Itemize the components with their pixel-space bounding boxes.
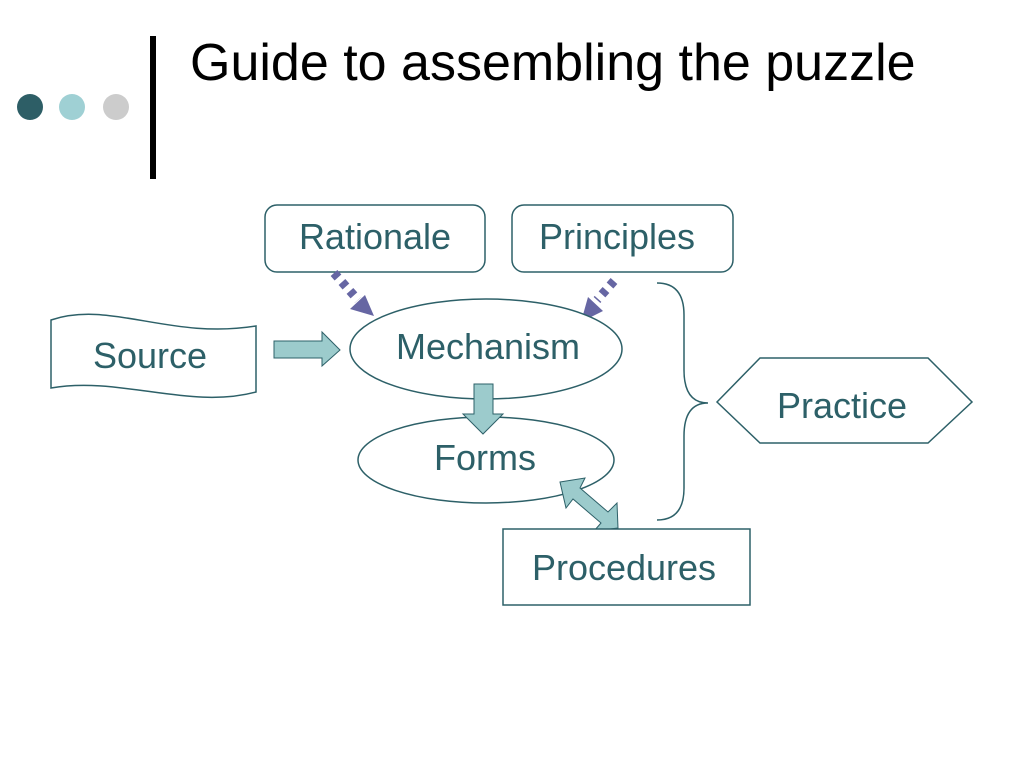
grouping-brace <box>656 282 709 521</box>
rationale-label: Rationale <box>299 216 451 257</box>
procedures-label: Procedures <box>532 547 716 588</box>
mechanism-ellipse: Mechanism <box>349 298 623 400</box>
rationale-to-mechanism-arrow <box>330 270 374 316</box>
practice-hexagon: Practice <box>715 357 974 444</box>
source-to-mechanism-arrow <box>273 330 341 368</box>
principles-label: Principles <box>539 216 695 257</box>
forms-procedures-double-arrow <box>559 477 619 532</box>
title-rule <box>150 36 156 179</box>
page-title: Guide to assembling the puzzle <box>190 34 916 92</box>
rationale-box: Rationale <box>264 204 486 273</box>
forms-label: Forms <box>434 437 536 478</box>
practice-label: Practice <box>777 385 907 426</box>
source-label: Source <box>93 335 207 376</box>
mechanism-label: Mechanism <box>396 326 580 367</box>
mechanism-to-forms-arrow <box>461 383 505 435</box>
procedures-box: Procedures <box>502 528 751 606</box>
principles-box: Principles <box>511 204 734 273</box>
source-banner: Source <box>50 313 257 399</box>
